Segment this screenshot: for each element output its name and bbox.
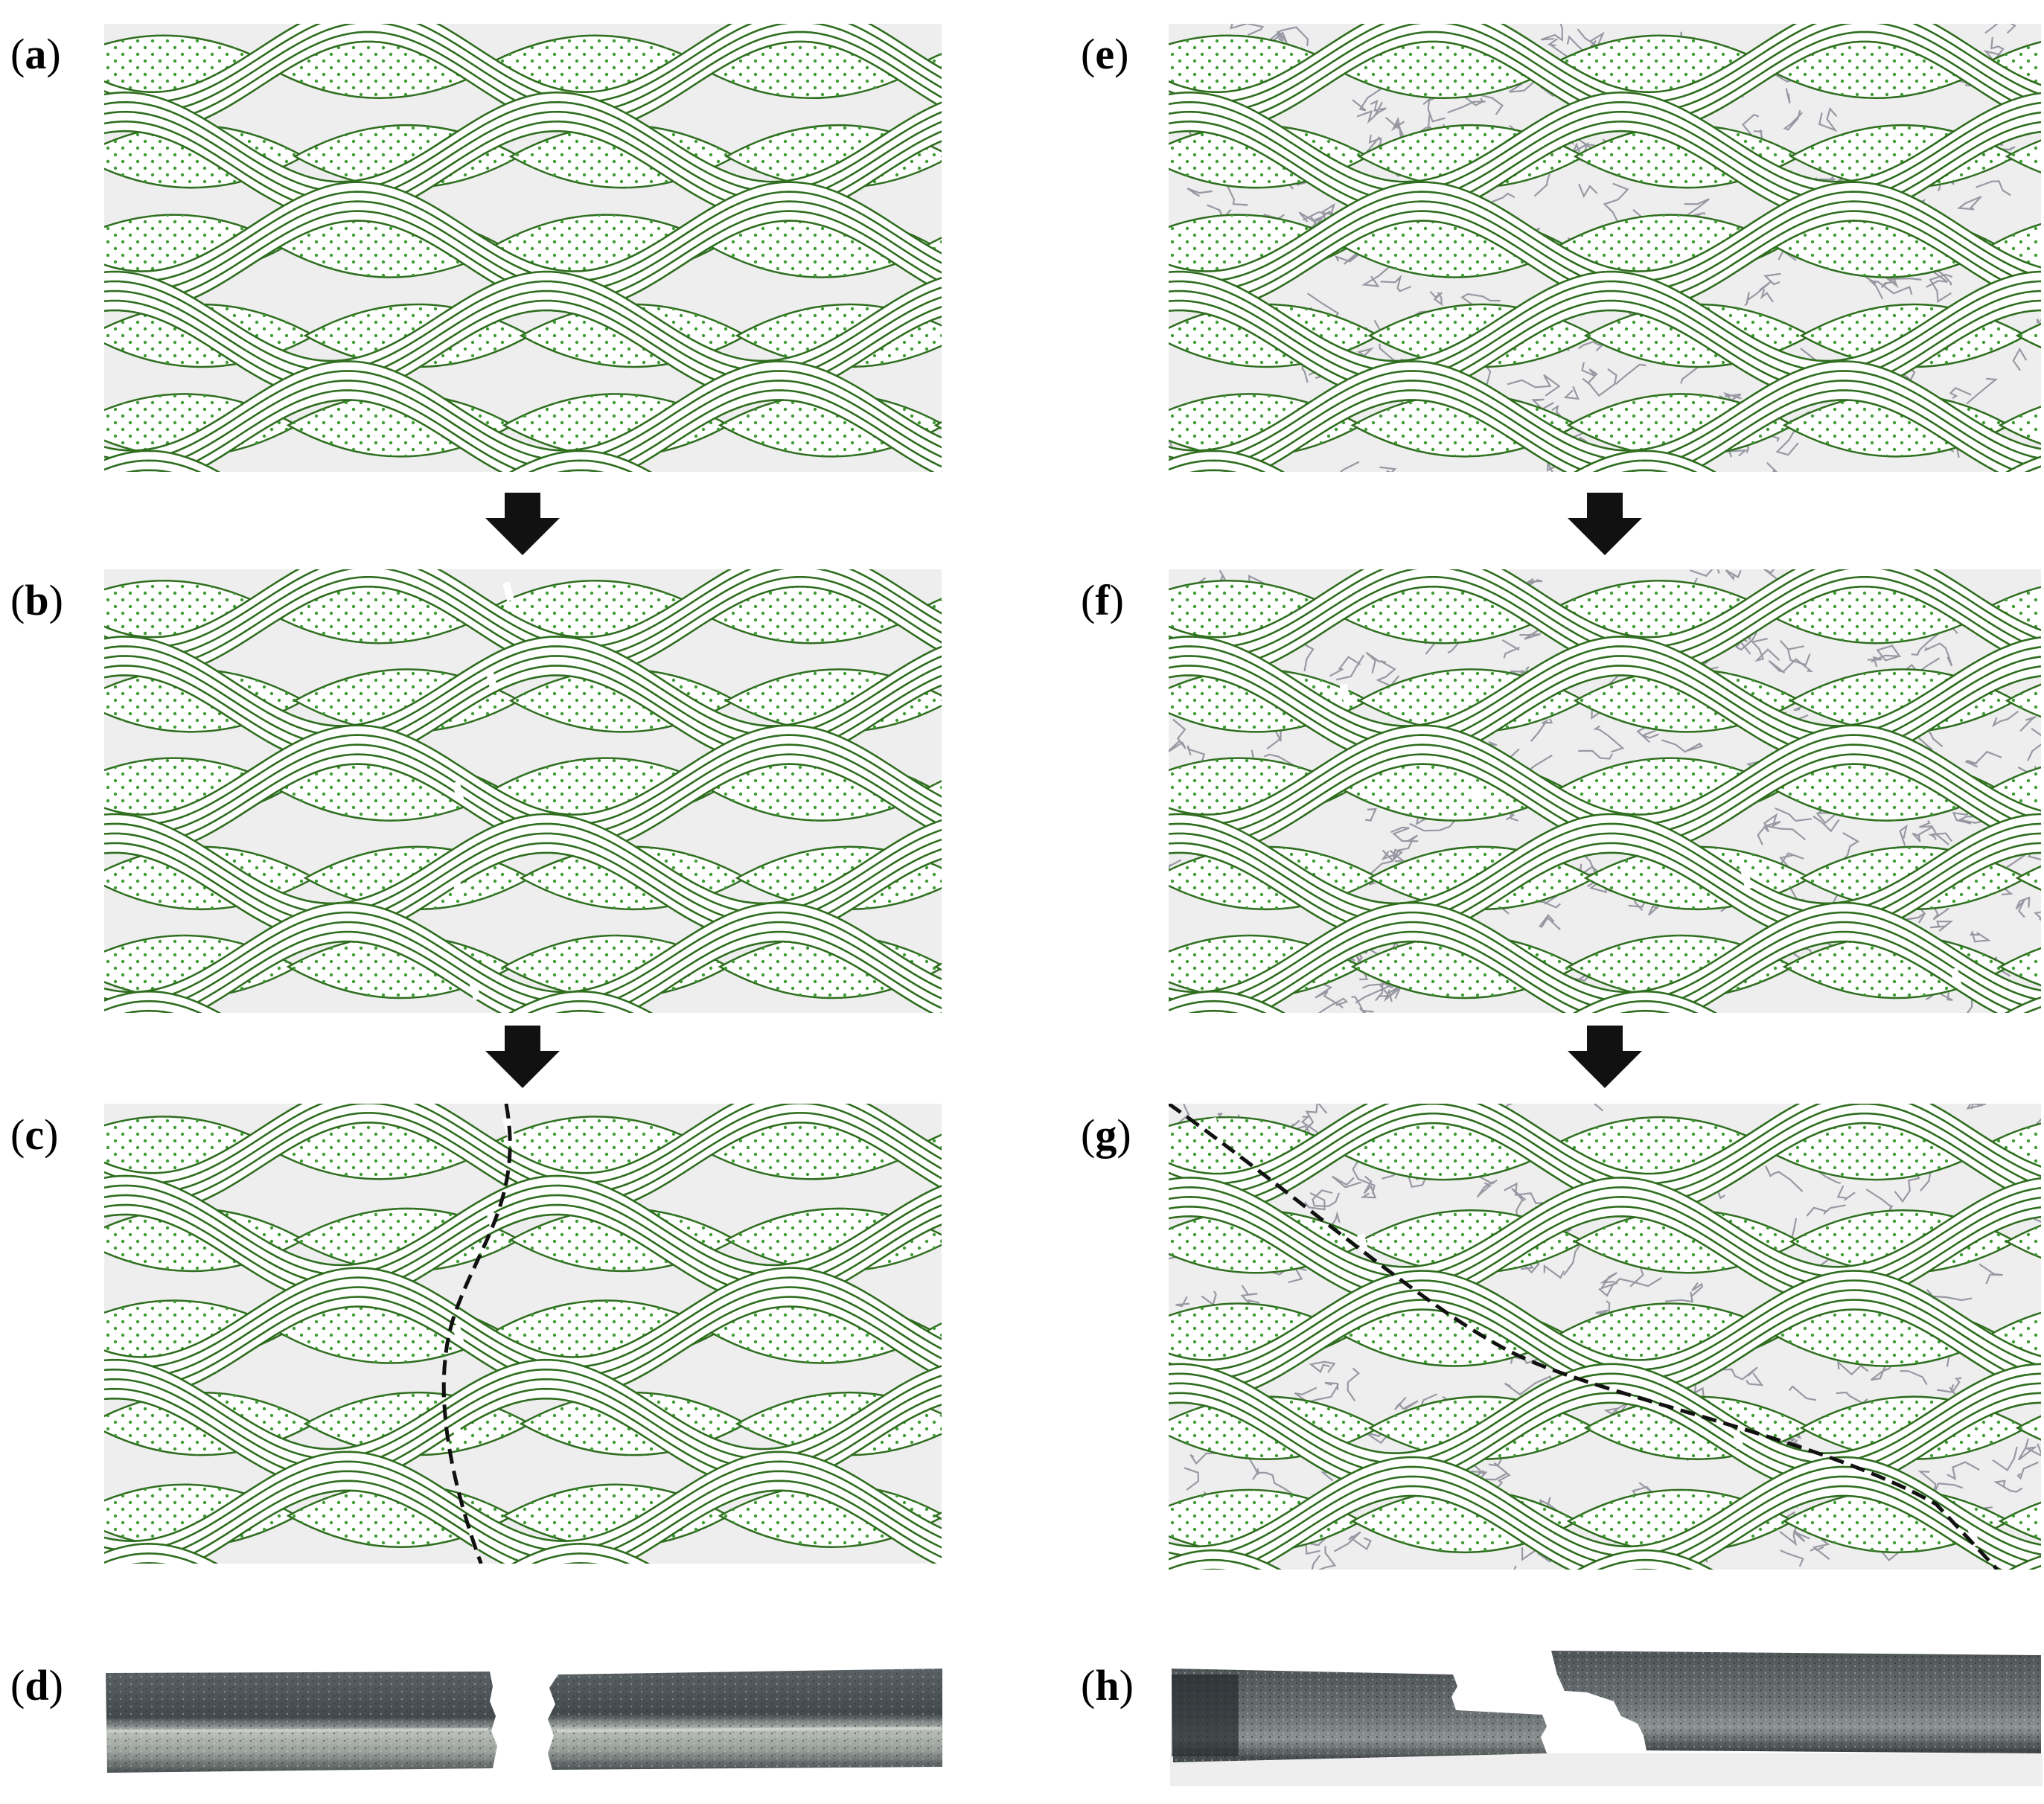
warp-yarn-band [1169, 1549, 2041, 1570]
down-arrow-icon [485, 493, 560, 555]
fiber-fracture-marks [452, 581, 514, 1001]
panel-label-f: (f) [1081, 576, 1124, 624]
warp-yarn-band [1169, 450, 2041, 472]
warp-yarns [104, 569, 942, 1013]
warp-yarn-band [104, 360, 942, 472]
down-arrow-icon [1568, 1026, 1642, 1088]
panel-label-b: (b) [10, 576, 63, 624]
fiber-fracture-marks [1208, 1117, 1980, 1547]
warp-yarn-band [104, 1542, 651, 1564]
fiber-fracture-marks [1339, 683, 1962, 988]
down-arrow-icon [485, 1026, 560, 1088]
warp-yarn-band [1169, 990, 2041, 1013]
weft-yarns [104, 1116, 942, 1548]
warp-yarn-band [1169, 1456, 2041, 1570]
panel-label-e: (e) [1081, 30, 1129, 78]
warp-yarn-band [104, 1450, 942, 1564]
panel-label-a: (a) [10, 30, 61, 78]
warp-yarns [1169, 1104, 2041, 1570]
warp-yarn-band [104, 990, 942, 1013]
weave-panel-b [104, 569, 942, 1013]
warp-yarns [104, 1104, 942, 1564]
weave-panel-a [104, 24, 942, 472]
weave-panel-g [1169, 1104, 2041, 1570]
warp-yarn-band [1169, 1176, 2041, 1307]
specimen-photo-h [1170, 1651, 2043, 1786]
panel-label-d: (d) [10, 1661, 63, 1709]
warp-yarns [1169, 569, 2041, 1013]
down-arrow-icon [1568, 493, 1642, 555]
specimen-photo-d [106, 1669, 942, 1773]
weave-panel-c [104, 1104, 942, 1564]
panel-label-c: (c) [10, 1110, 59, 1159]
warp-yarns [104, 24, 942, 472]
panel-label-g: (g) [1081, 1110, 1131, 1159]
panel-label-h: (h) [1081, 1661, 1134, 1709]
warp-yarn-band [104, 901, 942, 1013]
weave-panel-e [1169, 24, 2041, 472]
crack-path-line [441, 1104, 512, 1564]
weave-panel-f [1169, 569, 2041, 1013]
warp-yarn-band [104, 450, 942, 472]
warp-yarns [1169, 24, 2041, 472]
crack-path-line [1169, 1104, 1999, 1570]
